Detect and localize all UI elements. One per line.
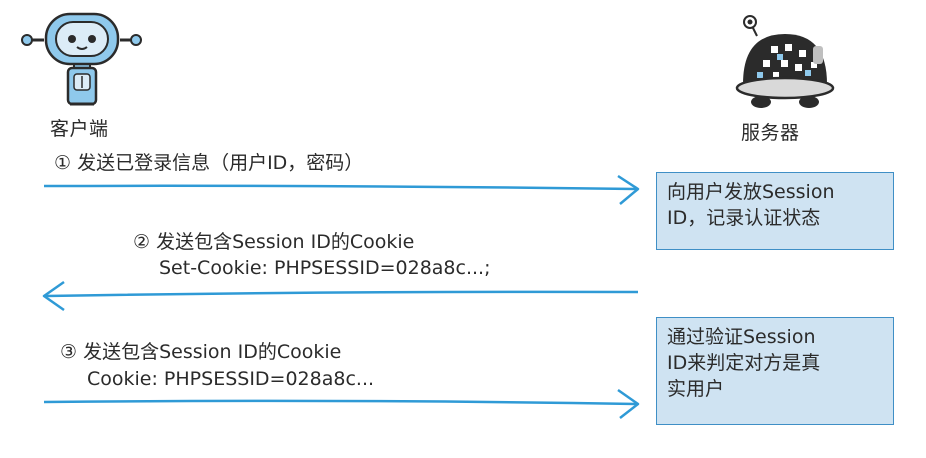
server-note-2: 通过验证Session ID来判定对方是真 实用户 (656, 317, 894, 425)
message-3-arrow (43, 386, 644, 422)
message-1-arrow (43, 172, 644, 208)
message-3-text: ③ 发送包含Session ID的Cookie (60, 341, 342, 363)
message-1-text: ① 发送已登录信息（用户ID，密码） (54, 152, 364, 174)
server-note-1-line-2: ID，记录认证状态 (667, 207, 821, 229)
server-note-1: 向用户发放Session ID，记录认证状态 (656, 172, 894, 250)
client-robot-icon (21, 10, 142, 110)
server-note-2-line-1: 通过验证Session (667, 326, 816, 348)
server-robot-icon (733, 14, 835, 110)
server-note-2-line-2: ID来判定对方是真 (667, 352, 821, 374)
server-note-1-line-1: 向用户发放Session (667, 181, 835, 203)
client-label: 客户端 (50, 118, 109, 140)
server-label: 服务器 (741, 122, 800, 144)
message-2-detail: Set-Cookie: PHPSESSID=028a8c...; (159, 257, 491, 279)
server-note-2-line-3: 实用户 (667, 378, 725, 400)
message-2-arrow (40, 278, 640, 314)
message-2-text: ② 发送包含Session ID的Cookie (133, 231, 415, 253)
message-3-detail: Cookie: PHPSESSID=028a8c... (87, 368, 375, 390)
